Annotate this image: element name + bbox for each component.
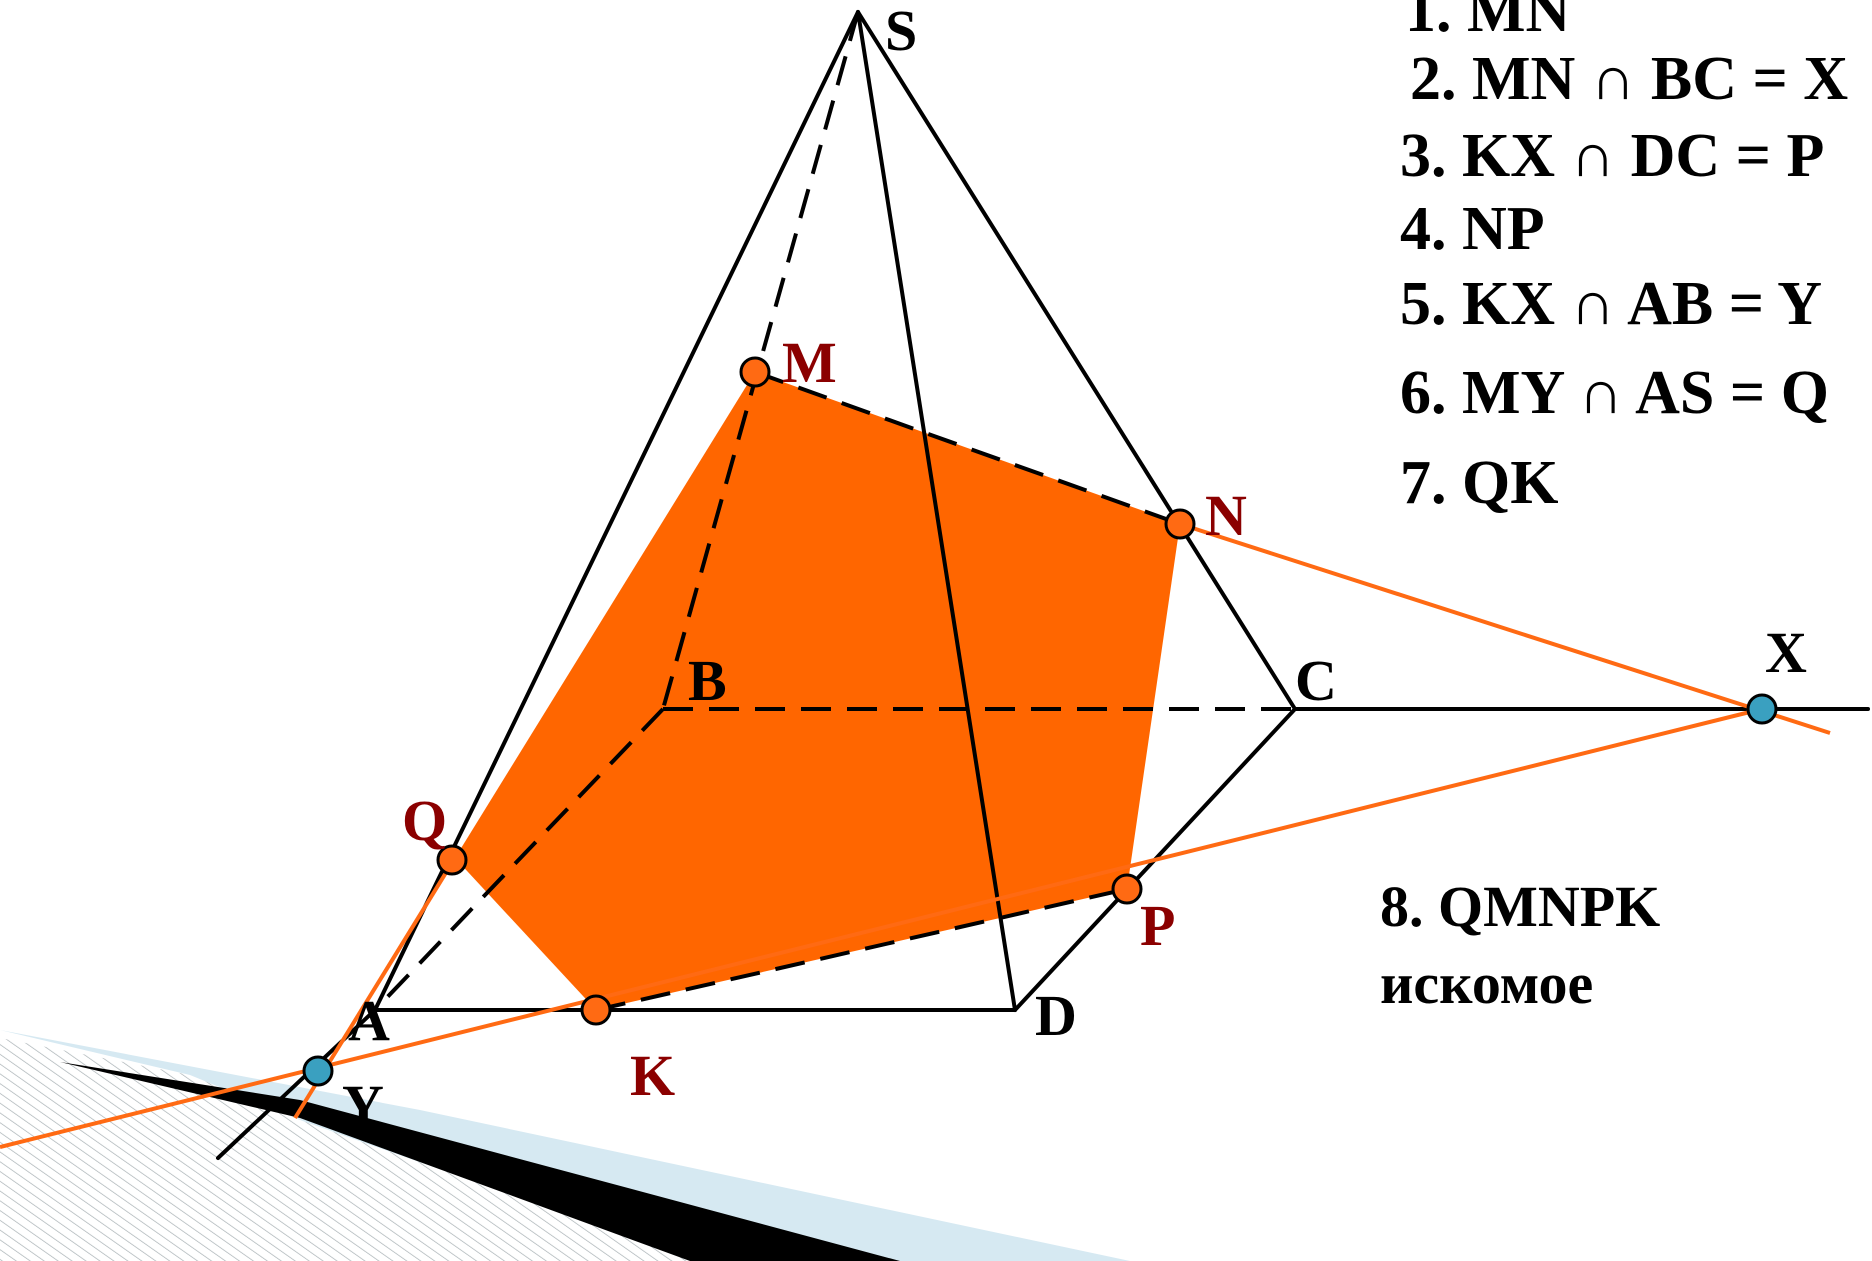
step-6: 6. MY ∩ AS = Q xyxy=(1400,359,1829,427)
point-y xyxy=(302,1055,334,1087)
line-ab-extension xyxy=(216,1008,377,1160)
section-points xyxy=(436,356,1196,1026)
edge-ab-hidden xyxy=(373,707,665,1012)
label-x: X xyxy=(1765,620,1807,685)
step-5: 5. KX ∩ AB = Y xyxy=(1400,270,1823,338)
decor-hatch-area xyxy=(0,1038,700,1261)
label-s: S xyxy=(885,0,917,63)
point-p xyxy=(1111,873,1143,905)
label-y: Y xyxy=(342,1073,384,1138)
line-mn-to-x xyxy=(1179,522,1831,735)
label-a: A xyxy=(348,988,390,1053)
point-m xyxy=(739,356,771,388)
decor-light-blue-band xyxy=(0,1030,1130,1261)
label-c: C xyxy=(1295,648,1337,713)
label-b: B xyxy=(688,648,727,713)
point-k xyxy=(580,994,612,1026)
step-4: 4. NP xyxy=(1400,195,1545,263)
edge-sa xyxy=(373,10,860,1012)
edge-sb-hidden xyxy=(661,11,860,710)
step-3: 3. KX ∩ DC = P xyxy=(1400,122,1825,190)
result-line-2: искомое xyxy=(1380,951,1594,1016)
label-p: P xyxy=(1140,893,1175,958)
point-n xyxy=(1164,508,1196,540)
step-1: 1. MN xyxy=(1405,0,1571,45)
pyramid-hidden-edges xyxy=(373,11,1295,1012)
label-q: Q xyxy=(402,788,447,853)
step-7: 7. QK xyxy=(1400,449,1559,517)
point-x xyxy=(1746,693,1778,725)
step-2: 2. MN ∩ BC = X xyxy=(1410,45,1849,113)
point-q xyxy=(436,844,468,876)
edge-sd xyxy=(856,10,1017,1012)
line-y-to-x xyxy=(0,707,1763,1149)
label-d: D xyxy=(1035,983,1077,1048)
section-polygon-qmnpk xyxy=(455,372,1180,1010)
label-k: K xyxy=(630,1043,675,1108)
decor-black-wedge xyxy=(60,1062,900,1261)
edge-sc xyxy=(856,10,1297,711)
segment-mn-hidden xyxy=(754,370,1181,526)
aux-points xyxy=(302,693,1778,1087)
label-n: N xyxy=(1205,483,1247,548)
label-m: M xyxy=(782,330,837,395)
decorative-ribbon xyxy=(0,1030,1130,1261)
result-line-1: 8. QMNPK xyxy=(1380,874,1661,939)
